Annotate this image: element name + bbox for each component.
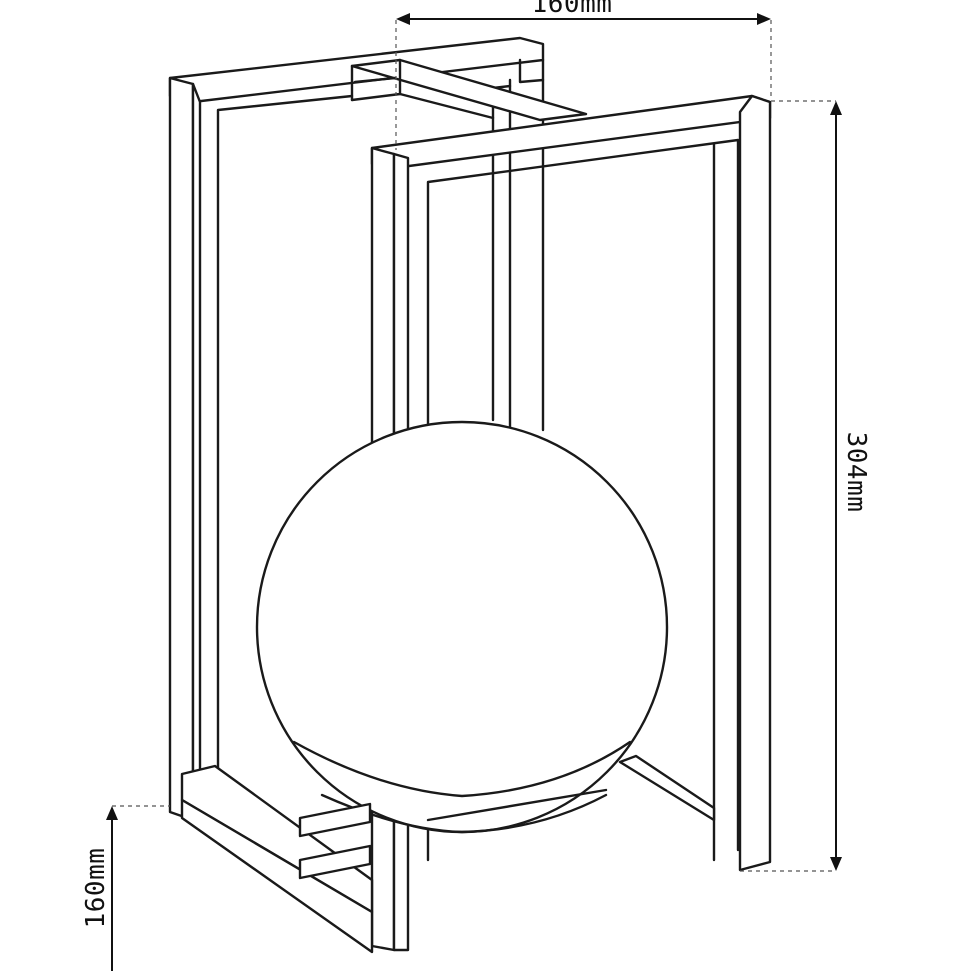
width-dimension-label: 160mm (532, 0, 613, 19)
base-rails (180, 754, 716, 954)
base-dimension-label: 160mm (81, 848, 111, 929)
base-dimension: 160mm (81, 805, 170, 971)
top-crossbars (350, 58, 588, 122)
back-frame (168, 36, 545, 822)
height-dimension-label: 304mm (841, 432, 871, 513)
height-dimension: 304mm (740, 100, 871, 872)
width-dimension: 160mm (395, 0, 772, 150)
globe-lamp (255, 420, 669, 834)
